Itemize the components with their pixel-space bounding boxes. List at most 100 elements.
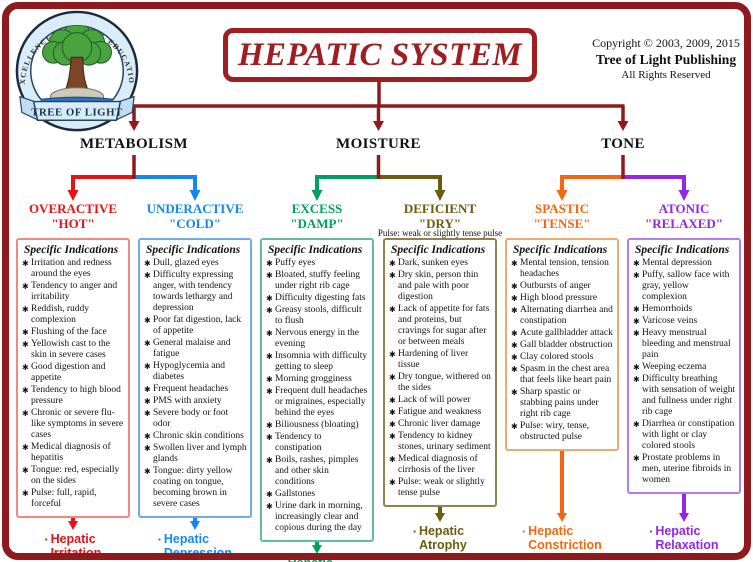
star-bullet-icon: ✱ <box>633 259 640 268</box>
indication-item: ✱ Irritation and redness around the eyes <box>22 258 112 279</box>
star-bullet-icon: ✱ <box>389 350 396 359</box>
outcome-label-excess: ▪ HepaticStagnation <box>282 556 352 562</box>
indication-item: ✱ Swollen liver and lymph glands <box>144 443 247 464</box>
category-name: UNDERACTIVE <box>146 201 244 216</box>
star-bullet-icon: ✱ <box>633 454 640 463</box>
star-bullet-icon: ✱ <box>266 433 273 442</box>
down-arrow <box>138 518 252 530</box>
indications-list: ✱ Mental depression ✱ Puffy, sallow face… <box>633 258 736 486</box>
indication-item: ✱ Weeping eczema <box>633 362 707 372</box>
star-bullet-icon: ✱ <box>633 329 640 338</box>
star-bullet-icon: ✱ <box>633 317 640 326</box>
branch-label-moisture: MOISTURE <box>336 136 421 152</box>
square-bullet-icon: ▪ <box>158 535 161 544</box>
indications-list: ✱ Mental tension, tension headaches ✱ Ou… <box>511 258 614 443</box>
indication-item: ✱ Lack of appetite for fats and proteins… <box>389 304 490 347</box>
category-name: OVERACTIVE <box>28 201 118 216</box>
indications-box: Specific Indications ✱ Mental depression… <box>627 238 741 494</box>
star-bullet-icon: ✱ <box>633 271 640 280</box>
star-bullet-icon: ✱ <box>511 365 518 374</box>
indication-item: ✱ PMS with anxiety <box>144 396 222 406</box>
star-bullet-icon: ✱ <box>266 294 273 303</box>
indications-title: Specific Indications <box>146 244 241 256</box>
star-bullet-icon: ✱ <box>511 353 518 362</box>
star-bullet-icon: ✱ <box>389 478 396 487</box>
indication-item: ✱ Pulse: weak or slightly tense pulse <box>389 477 485 498</box>
star-bullet-icon: ✱ <box>144 316 151 325</box>
indication-item: ✱ Acute gallbladder attack <box>511 328 613 338</box>
arrowhead-icon <box>435 513 445 522</box>
star-bullet-icon: ✱ <box>266 329 273 338</box>
star-bullet-icon: ✱ <box>389 259 396 268</box>
star-bullet-icon: ✱ <box>22 282 29 291</box>
column-excess: Specific Indications ✱ Puffy eyes ✱ Bloa… <box>260 238 374 562</box>
category-header-underactive: UNDERACTIVE "COLD" <box>138 201 252 231</box>
square-bullet-icon: ▪ <box>413 527 416 536</box>
star-bullet-icon: ✱ <box>144 385 151 394</box>
arrowhead-icon <box>312 545 322 554</box>
indication-item: ✱ Clay colored stools <box>511 352 594 362</box>
category-header-overactive: OVERACTIVE "HOT" <box>16 201 130 231</box>
star-bullet-icon: ✱ <box>633 305 640 314</box>
star-bullet-icon: ✱ <box>633 375 640 384</box>
indication-item: ✱ Tongue: dirty yellow coating on tongue… <box>144 466 233 509</box>
star-bullet-icon: ✱ <box>511 306 518 315</box>
indications-title: Specific Indications <box>268 244 363 256</box>
star-bullet-icon: ✱ <box>266 502 273 511</box>
indication-item: ✱ Spasm in the chest area that feels lik… <box>511 364 612 385</box>
branch-label-tone: TONE <box>601 136 645 152</box>
arrowhead-icon <box>68 521 78 530</box>
logo-banner-text: TREE OF LIGHT <box>31 106 123 118</box>
indications-box: Specific Indications ✱ Irritation and re… <box>16 238 130 518</box>
indication-item: ✱ Frequent headaches <box>144 384 229 394</box>
star-bullet-icon: ✱ <box>22 340 29 349</box>
star-bullet-icon: ✱ <box>22 363 29 372</box>
indication-item: ✱ Boils, rashes, pimples and other skin … <box>266 455 359 487</box>
star-bullet-icon: ✱ <box>266 352 273 361</box>
category-quality: "DRY" <box>418 215 462 231</box>
indication-item: ✱ Good digestion and appetite <box>22 362 106 383</box>
arrow-line <box>682 494 686 513</box>
indication-item: ✱ Fatigue and weakness <box>389 407 482 417</box>
indications-title: Specific Indications <box>635 244 730 256</box>
star-bullet-icon: ✱ <box>389 432 396 441</box>
indication-item: ✱ Difficulty breathing with sensation of… <box>633 374 736 417</box>
star-bullet-icon: ✱ <box>144 271 151 280</box>
indication-item: ✱ Alternating diarrhea and constipation <box>511 305 613 326</box>
star-bullet-icon: ✱ <box>144 409 151 418</box>
star-bullet-icon: ✱ <box>633 420 640 429</box>
down-arrow <box>16 518 130 530</box>
indication-item: ✱ Gall bladder obstruction <box>511 340 613 350</box>
indication-item: ✱ Chronic skin conditions <box>144 431 244 441</box>
indication-item: ✱ Reddish, ruddy complexion <box>22 304 90 325</box>
indication-item: ✱ Frequent dull headaches or migraines, … <box>266 386 368 418</box>
category-name: ATONIC <box>658 201 710 216</box>
arrow-line <box>315 542 319 545</box>
indication-item: ✱ General malaise and fatigue <box>144 338 231 359</box>
indication-item: ✱ Hemorrhoids <box>633 304 693 314</box>
star-bullet-icon: ✱ <box>22 328 29 337</box>
star-bullet-icon: ✱ <box>266 375 273 384</box>
indication-item: ✱ Mental depression <box>633 258 712 268</box>
indication-item: ✱ Difficulty expressing anger, with tend… <box>144 270 234 313</box>
column-atonic: Specific Indications ✱ Mental depression… <box>627 238 741 552</box>
tree-crown <box>42 25 112 66</box>
category-quality: "DAMP" <box>290 215 344 231</box>
star-bullet-icon: ✱ <box>144 397 151 406</box>
tree-of-light-logo: EXCELLENCE IN HERBAL EDUCATION TREE OF L… <box>8 8 139 132</box>
banner-ribbon <box>32 100 122 122</box>
category-header-atonic: ATONIC "RELAXED" <box>627 201 741 231</box>
indication-item: ✱ Tendency to constipation <box>266 432 322 453</box>
star-bullet-icon: ✱ <box>144 339 151 348</box>
star-bullet-icon: ✱ <box>389 305 396 314</box>
indication-item: ✱ Poor fat digestion, lack of appetite <box>144 315 242 336</box>
indications-list: ✱ Dull, glazed eyes ✱ Difficulty express… <box>144 258 247 510</box>
indication-item: ✱ Flushing of the face <box>22 327 107 337</box>
indication-item: ✱ Medical diagnosis of cirrhosis of the … <box>389 454 478 475</box>
indication-item: ✱ Puffy, sallow face with gray, yellow c… <box>633 270 730 302</box>
category-quality: "RELAXED" <box>645 215 723 231</box>
arrow-line <box>71 518 75 521</box>
